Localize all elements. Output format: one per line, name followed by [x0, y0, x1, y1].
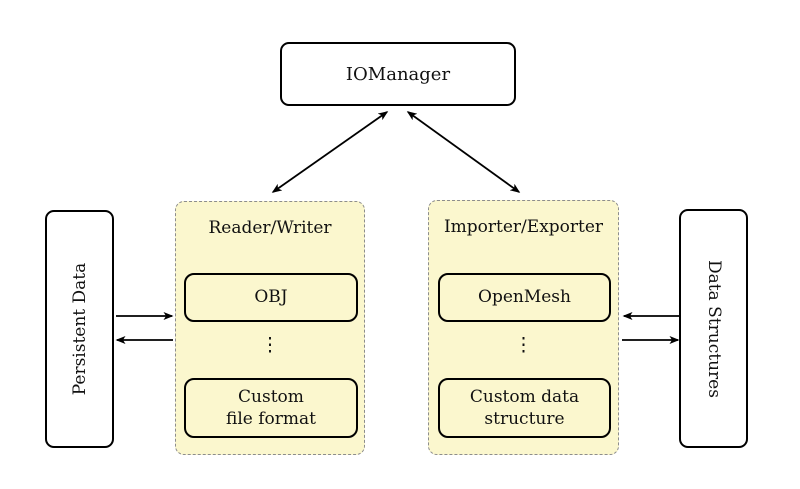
arrow-iomanager-importer-exporter [406, 111, 521, 193]
obj-label: OBJ [254, 287, 288, 308]
node-custom-file-format: Custom file format [184, 378, 358, 438]
openmesh-label: OpenMesh [478, 287, 571, 308]
reader-writer-ellipsis: ⋮ [260, 334, 280, 356]
custom-data-structure-label: Custom data structure [469, 386, 580, 429]
data-structures-label: Data Structures [703, 259, 724, 398]
importer-exporter-ellipsis: ⋮ [514, 334, 533, 356]
node-data-structures: Data Structures [679, 209, 748, 448]
node-iomanager: IOManager [280, 42, 516, 106]
node-persistent-data: Persistent Data [45, 210, 114, 448]
node-openmesh: OpenMesh [438, 273, 611, 322]
reader-writer-title: Reader/Writer [208, 218, 332, 238]
iomanager-label: IOManager [345, 63, 451, 85]
group-importer-exporter: Importer/Exporter OpenMesh ⋮ Custom data… [428, 200, 619, 455]
custom-file-format-label: Custom file format [226, 386, 316, 429]
node-obj: OBJ [184, 273, 358, 322]
node-custom-data-structure: Custom data structure [438, 378, 611, 438]
persistent-data-label: Persistent Data [69, 262, 90, 396]
importer-exporter-title: Importer/Exporter [443, 217, 604, 237]
arrow-iomanager-reader-writer [271, 111, 389, 193]
group-reader-writer: Reader/Writer OBJ ⋮ Custom file format [175, 201, 365, 455]
